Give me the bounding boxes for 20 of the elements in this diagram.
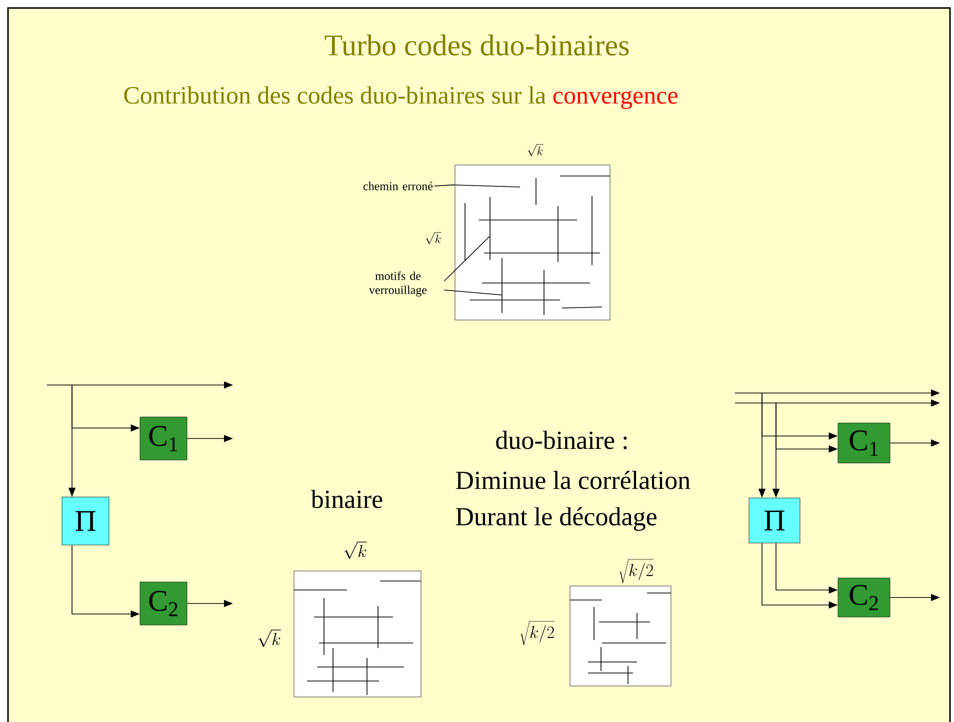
dimension-label: $\sqrt{k}$ (258, 630, 281, 647)
encoder-box: C$_{2}$ (140, 582, 188, 626)
caption-text: duo-binaire : (496, 430, 627, 450)
encoder-box: C$_{2}$ (838, 578, 890, 618)
caption-text: Diminue la corrélation (456, 470, 690, 490)
subtitle-highlight: convergence (553, 90, 678, 109)
title: Turbo codes duo-binaires (324, 34, 629, 56)
leader-line (444, 290, 502, 296)
encoder-box: C$_{1}$ (140, 416, 188, 460)
dimension-label: $\sqrt{k / 2}$ (520, 621, 555, 646)
dimension-label: $\sqrt{k}$ (426, 232, 442, 244)
callout-text: chemin erroné (363, 182, 433, 190)
leader-line (444, 236, 490, 282)
dimension-label: $\sqrt{k}$ (344, 542, 367, 559)
callout-text: motifs de verrouillage (369, 271, 427, 297)
encoder-box: C$_{1}$ (838, 422, 890, 464)
caption-text: Durant le décodage (456, 507, 656, 531)
interleaver-box: Π (748, 498, 800, 544)
leader-line (434, 184, 456, 186)
interleaver-box: Π (62, 496, 110, 546)
